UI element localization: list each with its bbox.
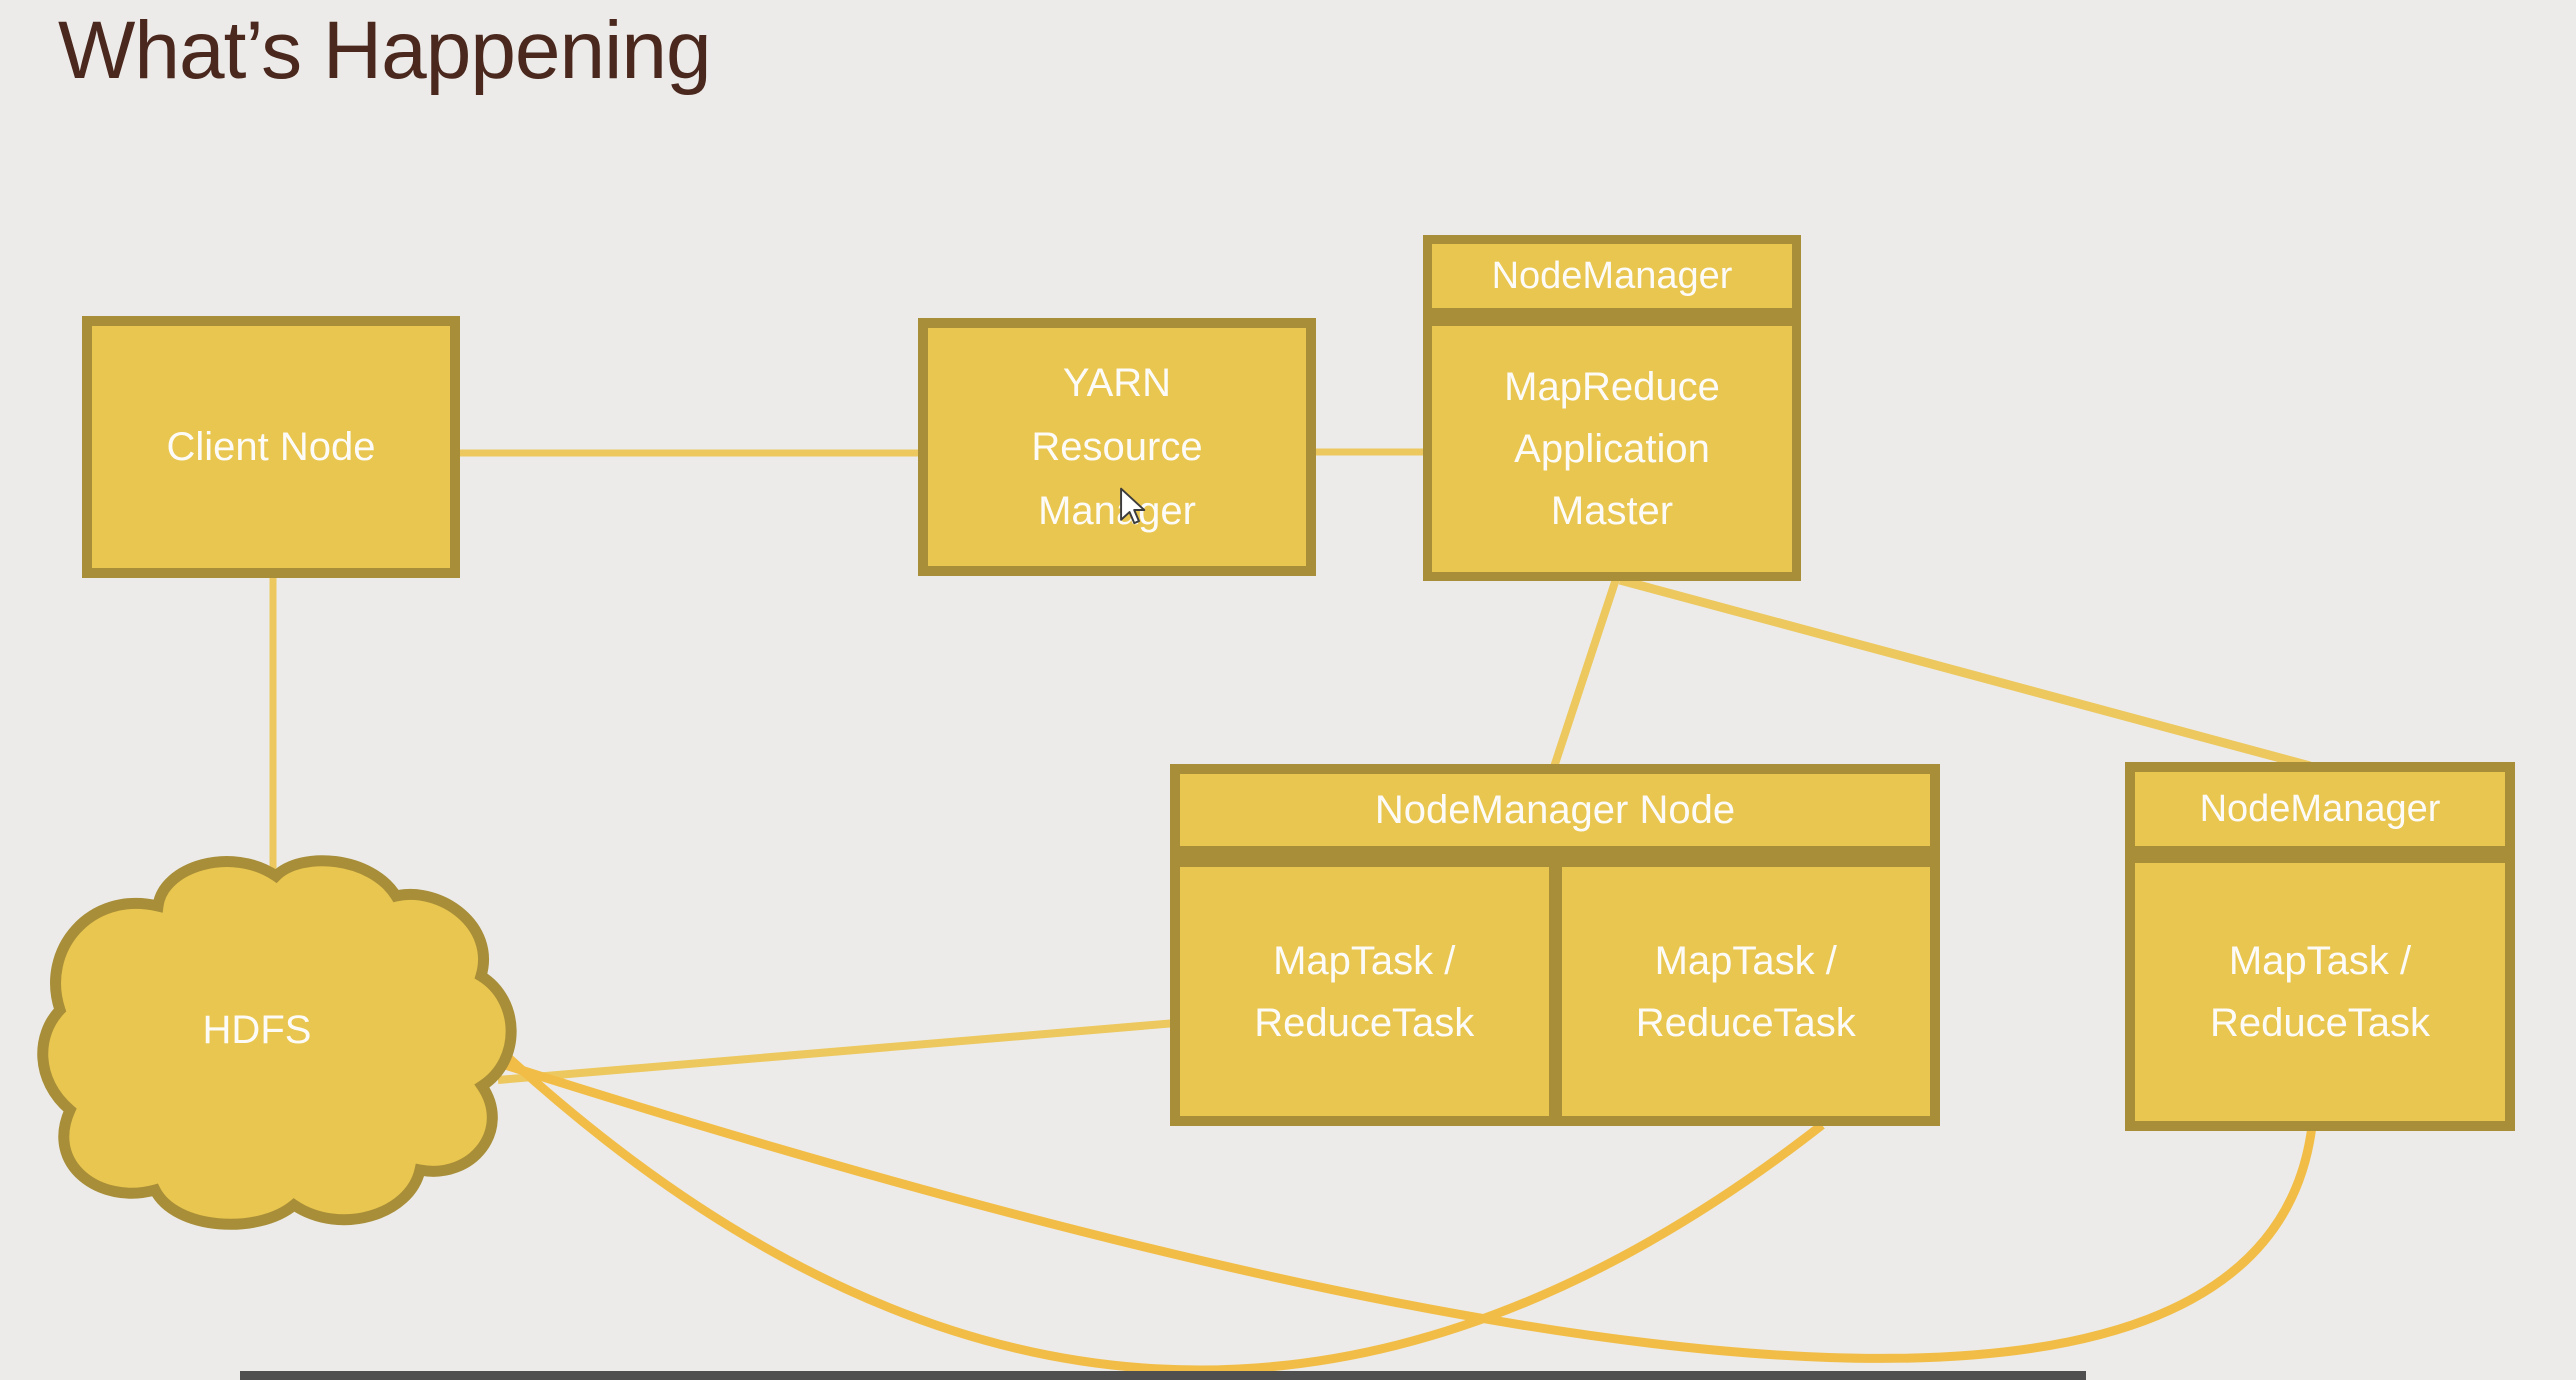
- client-node-label: Client Node: [166, 425, 376, 469]
- nodemanager-right-box: NodeManager MapTask / ReduceTask: [2125, 762, 2515, 1131]
- mouse-cursor: [1120, 487, 1146, 525]
- task-cell-right: MapTask / ReduceTask: [1561, 867, 1930, 1116]
- yarn-label-line1: YARN: [1062, 361, 1172, 405]
- edge-hdfs-to-nmnode-right-cell: [496, 1046, 1825, 1375]
- task-cell-standalone: MapTask / ReduceTask: [2135, 863, 2505, 1121]
- nodemanager-master-header: NodeManager: [1432, 244, 1792, 308]
- master-label-line2: Application: [1514, 427, 1710, 471]
- nodemanager-node-header: NodeManager Node: [1180, 774, 1930, 846]
- hdfs-cloud-shape: [37, 855, 517, 1230]
- nodemanager-master-box: NodeManager MapReduce Application Master: [1423, 235, 1801, 581]
- mapreduce-application-master-cell: MapReduce Application Master: [1432, 326, 1792, 572]
- edge-hdfs-to-nmnode-left-cell: [497, 1018, 1189, 1084]
- nodemanager-right-header: NodeManager: [2135, 772, 2505, 846]
- bottom-bar: [240, 1371, 2086, 1380]
- nodemanager-node-header-label: NodeManager Node: [1374, 787, 1736, 832]
- task-cell-right-line2: ReduceTask: [1635, 1000, 1856, 1045]
- master-label-line3: Master: [1550, 489, 1674, 533]
- edge-hdfs-to-nmright-cell: [500, 1059, 2317, 1363]
- task-cell-standalone-line2: ReduceTask: [2209, 1001, 2431, 1045]
- yarn-label-line3: Manager: [1038, 489, 1196, 533]
- nodemanager-node-box: NodeManager Node MapTask / ReduceTask Ma…: [1170, 764, 1940, 1126]
- hdfs-label: HDFS: [202, 1008, 312, 1052]
- edge-master-to-nmnode: [1549, 574, 1621, 772]
- task-cell-left: MapTask / ReduceTask: [1180, 867, 1549, 1116]
- edge-master-to-nmright: [1618, 575, 2312, 771]
- client-node-box: Client Node: [82, 316, 460, 578]
- master-label-line1: MapReduce: [1504, 365, 1720, 409]
- task-cell-left-line2: ReduceTask: [1254, 1000, 1475, 1045]
- nodemanager-node-cells: MapTask / ReduceTask MapTask / ReduceTas…: [1180, 867, 1930, 1116]
- nodemanager-master-header-label: NodeManager: [1491, 254, 1733, 297]
- nodemanager-right-header-label: NodeManager: [2199, 787, 2441, 830]
- task-cell-right-line1: MapTask /: [1654, 938, 1837, 983]
- cursor-arrow-icon: [1120, 487, 1146, 525]
- yarn-label-line2: Resource: [1031, 425, 1203, 469]
- yarn-resource-manager-box: YARN Resource Manager: [918, 318, 1316, 576]
- task-cell-left-line1: MapTask /: [1273, 938, 1456, 983]
- task-cell-standalone-line1: MapTask /: [2228, 939, 2412, 983]
- slide-title: What’s Happening: [58, 5, 712, 96]
